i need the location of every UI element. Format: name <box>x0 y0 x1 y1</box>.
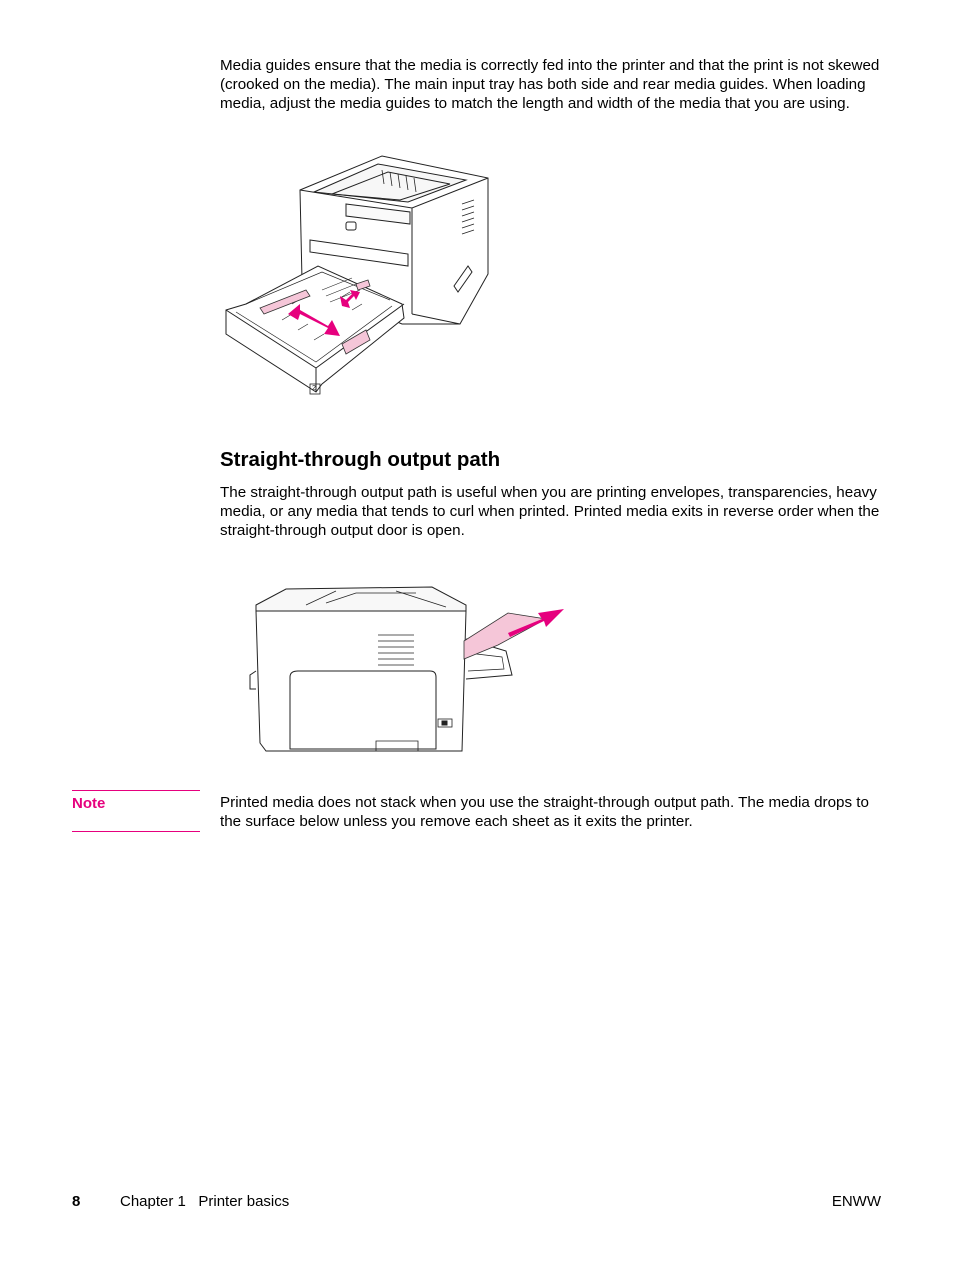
page-number: 8 <box>72 1193 81 1210</box>
output-path-paragraph: The straight-through output path is usef… <box>220 484 880 540</box>
straight-through-output-illustration <box>249 586 564 752</box>
note-label: Note <box>72 795 106 812</box>
media-guides-paragraph: Media guides ensure that the media is co… <box>220 57 880 113</box>
tray-number-label: 2 <box>312 385 316 392</box>
note-label-box: Note <box>72 790 200 832</box>
section-heading: Straight-through output path <box>220 448 501 471</box>
note-text: Printed media does not stack when you us… <box>220 794 869 831</box>
printer-tray-media-guides-illustration: 2 <box>225 155 489 395</box>
footer-right-text: ENWW <box>831 1193 881 1210</box>
chapter-title: Chapter 1 Printer basics <box>120 1193 290 1210</box>
